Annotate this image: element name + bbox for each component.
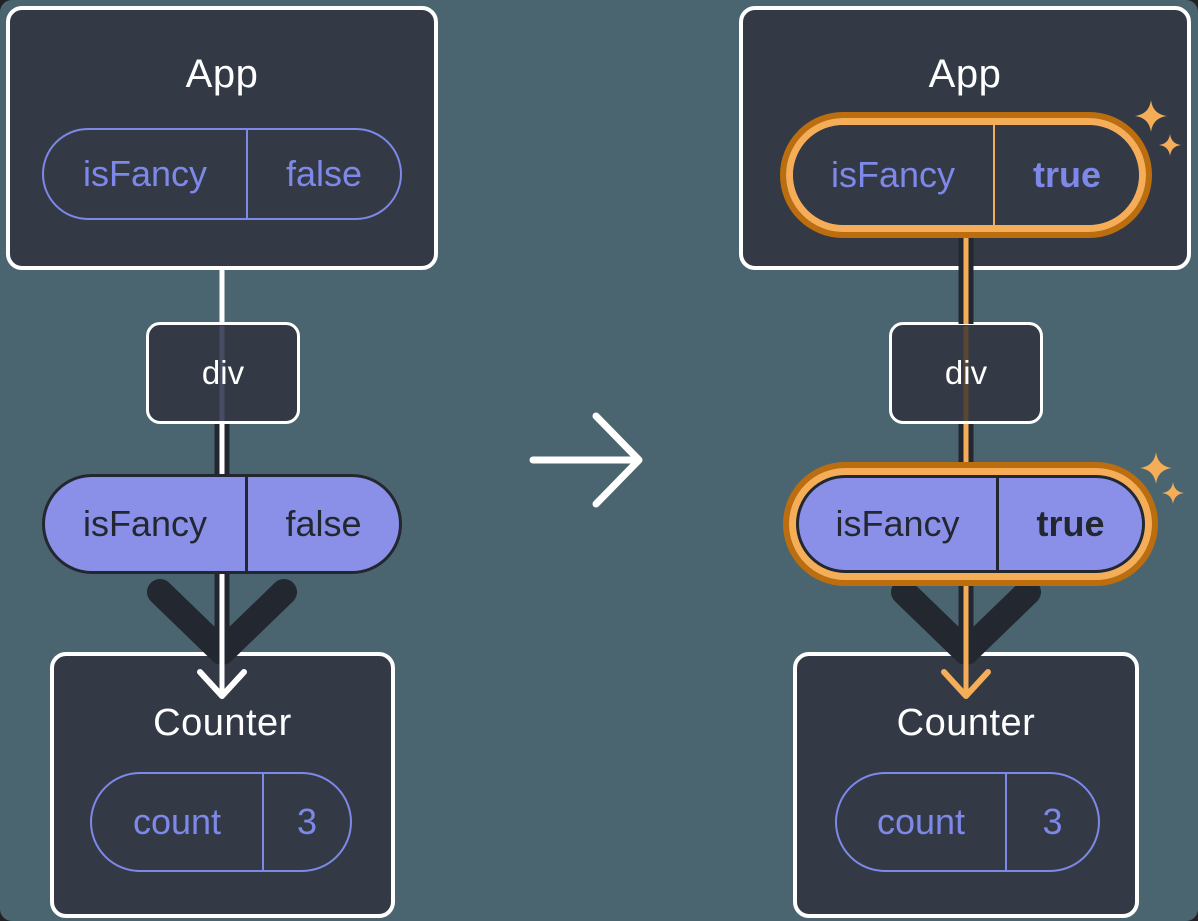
prop-name-label: isFancy xyxy=(44,130,248,218)
state-value-label: 3 xyxy=(1042,801,1063,842)
passed-prop-pill-after: isFancy true xyxy=(796,475,1145,573)
prop-name-label: isFancy xyxy=(793,125,995,225)
prop-value-label: false xyxy=(285,153,363,194)
sparkle-icon xyxy=(1162,482,1184,504)
prop-value-label: true xyxy=(1036,503,1105,544)
prop-pill-app-before: isFancy false xyxy=(42,128,402,220)
passed-prop-pill-after-highlight: isFancy true xyxy=(783,462,1158,586)
state-value-label: 3 xyxy=(296,801,318,842)
app-title-before: App xyxy=(185,52,259,96)
prop-value-label: true xyxy=(1032,154,1101,195)
state-pill-before: count 3 xyxy=(90,772,352,872)
prop-value-label: false xyxy=(285,503,362,544)
counter-title-before: Counter xyxy=(153,702,292,744)
state-name-label: count xyxy=(837,774,1007,870)
app-title-after: App xyxy=(928,52,1002,96)
prop-name-label: isFancy xyxy=(799,478,999,570)
state-name-label: count xyxy=(92,774,264,870)
div-label-after: div xyxy=(944,354,988,391)
div-label-before: div xyxy=(201,354,245,391)
prop-name-label: isFancy xyxy=(45,477,248,571)
prop-pill-app-after-highlight: isFancy true xyxy=(780,112,1152,238)
state-pill-after: count 3 xyxy=(835,772,1100,872)
sparkle-icon xyxy=(1159,134,1181,156)
sparkle-icon xyxy=(1135,100,1167,132)
transform-arrow-icon xyxy=(529,412,643,508)
prop-pill-app-after: isFancy true xyxy=(793,125,1139,225)
counter-title-after: Counter xyxy=(896,702,1036,744)
passed-prop-pill-before: isFancy false xyxy=(42,474,402,574)
sparkle-icon xyxy=(1140,452,1172,484)
